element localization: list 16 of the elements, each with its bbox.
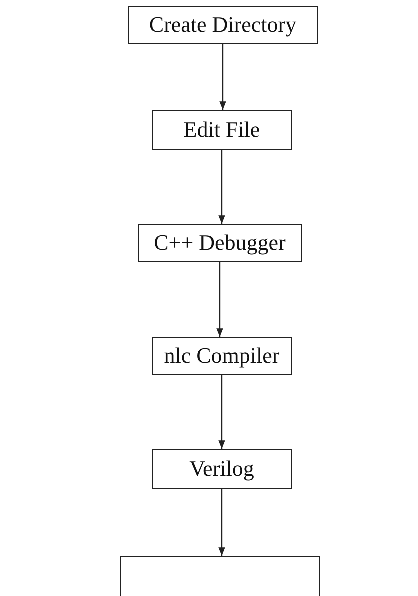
arrow — [218, 150, 226, 224]
box-label: nlc Compiler — [164, 343, 280, 369]
process-box — [128, 6, 318, 44]
process-box — [152, 449, 292, 489]
arrow — [220, 44, 226, 110]
process-box — [152, 337, 292, 375]
box-label: C++ Debugger — [154, 230, 286, 256]
box-label: Create Directory — [149, 12, 297, 38]
box-label: Verilog — [190, 456, 254, 482]
process-box — [120, 556, 320, 596]
arrow — [218, 375, 226, 449]
box-label: Edit File — [184, 117, 260, 143]
process-box — [138, 224, 302, 262]
process-box — [152, 110, 292, 150]
arrow — [216, 262, 224, 337]
arrow — [218, 489, 226, 556]
